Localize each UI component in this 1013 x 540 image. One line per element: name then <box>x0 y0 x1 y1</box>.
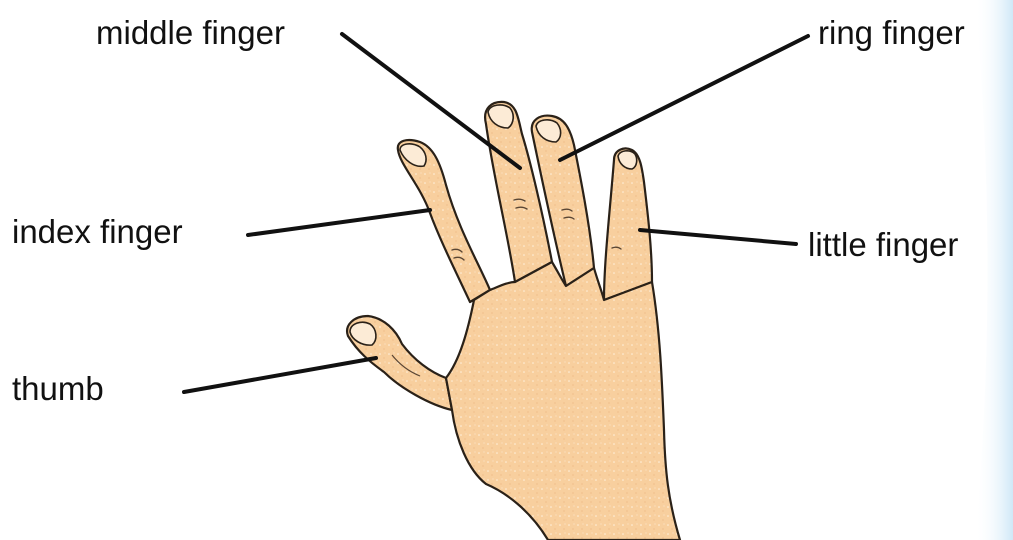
middle-finger-label: middle finger <box>96 16 285 49</box>
middle-arrow <box>342 34 520 168</box>
palm-shape <box>446 262 680 540</box>
index-finger-label: index finger <box>12 215 183 248</box>
ring-arrow <box>560 36 808 160</box>
little-finger-label: little finger <box>808 228 958 261</box>
little-arrow <box>640 230 796 244</box>
index-arrow <box>248 210 430 235</box>
ring-finger-label: ring finger <box>818 16 965 49</box>
thumb-label: thumb <box>12 372 104 405</box>
little-finger-shape <box>604 148 652 300</box>
thumb-arrow <box>184 358 376 392</box>
